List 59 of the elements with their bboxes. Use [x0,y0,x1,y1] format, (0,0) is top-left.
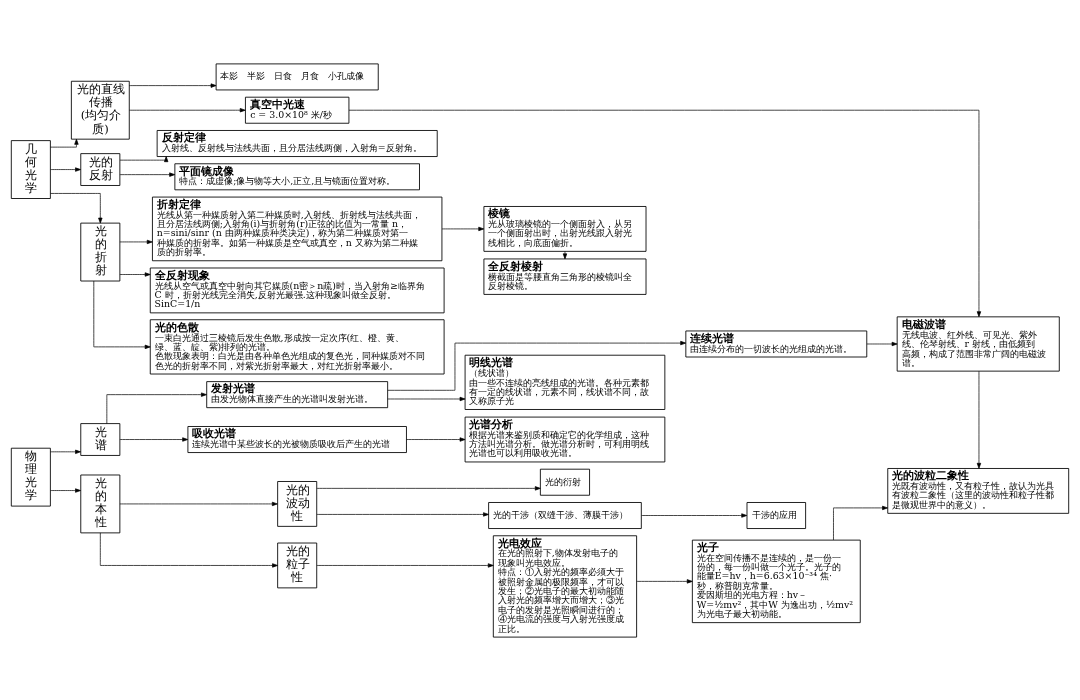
arrow [636,578,693,583]
node-box: 连续光谱 由连续分布的一切波长的光组成的光谱。 [685,330,868,357]
node-box: 光电效应 在光的照射下,物体发射电子的现象叫光电效应。 特点：①入射光的频率必须大于被照射金属的极限频率，才可以发生；②光电子的最大初动能随入射光的频率增大而增大；③光电子的发射是光照瞬间进行的；④光电流的强度与入射光强度成正比。 [492,534,638,638]
node-box: 反射定律 入射线、反射线与法线共面，且分居法线两侧，入射角=反射角。 [156,129,438,157]
arrow [50,449,81,454]
node-box: 吸收光谱 连续光谱中某些波长的光被物质吸收后产生的光谱 [187,425,407,453]
node-box: 折射定律 光线从第一种媒质射入第二种媒质时,入射线、折射线与法线共面，且分居法线两侧;入射角(i)与折射角(r)正弦的比值为一常量 n，n=sini/sinr (n 由两种媒质种类决定)，称为第二种媒质对第一种媒质的折射率。如第一种媒质是空气或真空，n 又称为第二种媒质的折射率。 [152,196,443,261]
node-box: 光的本性 [80,474,121,533]
node-box: 光谱分析 根据光谱来鉴别质和确定它的化学组成，这种方法叫光谱分析。做光谱分析时，可利用明线光谱也可以利用吸收光谱。 [464,416,666,462]
arrow [93,280,151,349]
arrow [50,487,81,493]
arrow [316,511,489,517]
node-box: 光的反射 [80,152,121,186]
node-box: 光谱 [80,422,121,456]
arrow [866,341,898,346]
arrow [50,138,79,147]
arrow [129,82,217,88]
arrow [976,370,982,469]
node-box: 物理光学 [10,447,51,507]
arrow [99,532,278,568]
node-box: 光的衍射 [539,468,590,496]
arrow [348,109,982,317]
arrow [387,340,687,391]
node-box: 全反射棱射 横截面是等腰直角三角形的棱镜叫全反射棱镜。 [483,258,647,295]
arrow [129,107,246,112]
arrow [833,505,888,540]
node-box: 本影 半影 日食 月食 小孔成像 [215,62,379,90]
arrow [119,271,151,277]
node-box: 光的粒子性 [277,542,318,588]
node-box: 明线光谱 （线状谱） 由一些不连续的亮线组成的光谱。各种元素都有一定的线状谱，元素不同，线状谱不同，故又称原子光 [464,354,666,410]
arrow [641,512,748,518]
arrow [562,250,568,259]
node-box: 电磁波谱 无线电波、红外线、可见光、紫外线、伦琴射线、r 射线，由低频到高频，构成了范围非常广阔的电磁波谱。 [896,315,1060,372]
node-box: 真空中光速 c = 3.0×10⁸ 米/秒 [245,96,350,124]
node-box: 光的波粒二象性 光既有波动性，又有粒子性，故认为光具有波粒二象性（这里的波动性和粒子性都是微观世界中的意义）。 [887,467,1070,514]
arrow [316,485,541,490]
node-box: 几何光学 [10,139,51,199]
node-box: 发射光谱 由发光物体直接产生的光谱叫发射光谱。 [206,380,389,408]
arrow [387,396,466,401]
node-box: 光子 光在空间传播不是连续的，是一份一份的，每一份叫做一个光子。光子的能量E=hv，h=6.63×10⁻³⁴ 焦·秒，称普朗克常量。 爱因斯坦的光电方程：hv－W=½mv²，其中W 为逸出功，½mv²为光电子最大初动能。 [691,539,861,623]
arrow [406,436,466,442]
arrow [119,239,153,244]
node-box: 全反射现象 光线从空气或真空中射向其它媒质(n密＞n疏)时，当入射角≥临界角 C 时，折射光线完全消失,反射光最强.这种现象叫做全反射。SinC=1/n [149,267,445,313]
arrow [106,392,207,424]
node-box: 光的直线传播 (均匀介质) [70,80,130,140]
node-box: 光的折射 [80,222,121,281]
node-box: 平面镜成像 特点：成虚像;像与物等大小,正立,且与镜面位置对称。 [174,162,420,190]
node-box: 光的干涉（双缝干涉、薄膜干涉） [488,501,642,529]
node-box: 光的色散 一束白光通过三棱镜后发生色散,形成按一定次序(红、橙、黄、绿、蓝、靛、紫)排列的光谱。 色散现象表明：白光是由各种单色光组成的复色光，同种媒质对不同色光的折射率不同，对紫光折射率最大，对红光折射率最小。 [149,318,445,374]
arrow [119,172,176,177]
node-box: 干涉的应用 [746,501,807,529]
arrow [119,155,169,162]
arrow [441,226,485,231]
arrow [316,562,494,568]
arrow [50,192,103,223]
node-box: 光的波动性 [277,480,318,527]
arrow [50,166,81,172]
arrow [119,436,189,442]
arrow [119,501,278,506]
